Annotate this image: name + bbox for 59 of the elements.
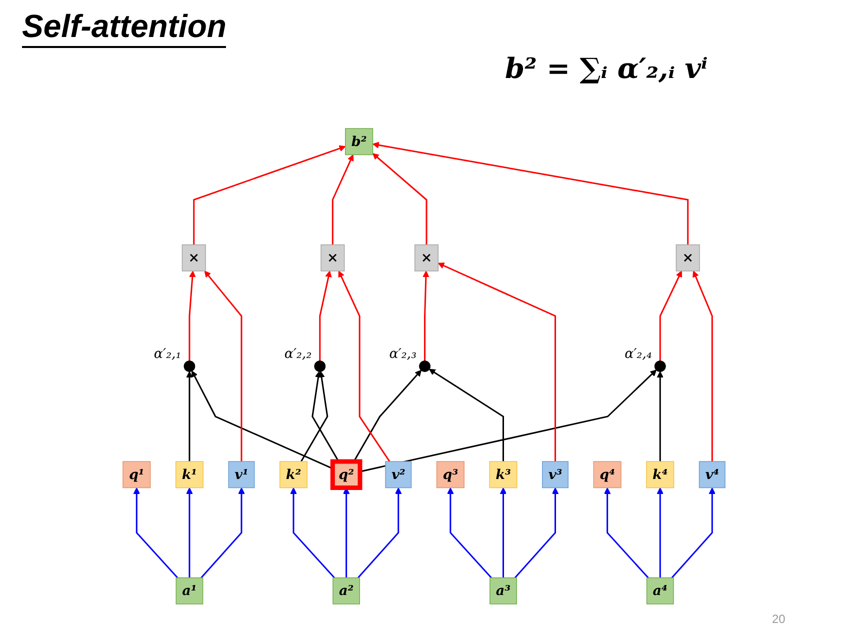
node-box: k² (279, 461, 308, 488)
node-box: × (676, 244, 700, 272)
arrow (200, 487, 245, 578)
weight-label: α′₂,₂ (284, 346, 312, 362)
arrow (604, 487, 649, 578)
weight-label: α′₂,₄ (624, 346, 652, 362)
weight-label: α′₂,₁ (154, 346, 182, 362)
node-box: v² (385, 461, 412, 488)
arrow (358, 487, 402, 578)
arrow (338, 270, 390, 462)
arrow (188, 270, 196, 361)
node-box: k¹ (175, 461, 204, 488)
arrow (319, 270, 332, 361)
node-box: v³ (542, 461, 569, 488)
arrow (290, 487, 335, 578)
node-box: k⁴ (646, 461, 674, 488)
arrow (133, 487, 178, 578)
node-box: × (182, 244, 206, 272)
arrow (353, 370, 422, 462)
arrow (671, 487, 716, 578)
arrow (500, 487, 507, 578)
arrow (447, 487, 492, 578)
arrow (422, 270, 430, 361)
arrow (428, 368, 504, 462)
arrow (204, 270, 242, 462)
arrow (692, 270, 713, 462)
arrow (514, 487, 559, 578)
node-box: v⁴ (698, 461, 726, 488)
arrow (186, 487, 193, 578)
title: Self-attention (22, 8, 226, 48)
node-box: v¹ (228, 461, 255, 488)
arrow (372, 142, 689, 245)
node-box: q² (330, 459, 362, 490)
arrow (656, 487, 664, 578)
weight-label: α′₂,₃ (389, 346, 417, 362)
arrow (186, 371, 193, 462)
node-box: q⁴ (593, 461, 622, 488)
node-box: a³ (490, 577, 517, 604)
page-number: 20 (772, 612, 786, 626)
node-box: a² (332, 577, 360, 604)
arrow (332, 154, 354, 245)
arrow (360, 370, 657, 472)
node-box: q³ (436, 461, 464, 488)
formula: b² = ∑ᵢ α′₂,ᵢ vⁱ (505, 52, 708, 85)
arrow (312, 371, 340, 462)
arrow (300, 371, 328, 462)
arrow (193, 145, 346, 245)
node-box: q¹ (122, 461, 151, 488)
node-box: a¹ (176, 577, 204, 604)
arrow (438, 262, 556, 462)
arrow (659, 270, 682, 361)
node-box: × (414, 244, 439, 272)
arrow (372, 153, 428, 245)
node-box: k³ (489, 461, 518, 488)
node-box: a⁴ (646, 577, 674, 604)
arrow (656, 371, 664, 462)
arrow (192, 370, 333, 470)
node-box: × (320, 244, 345, 272)
node-box: b² (345, 128, 374, 156)
